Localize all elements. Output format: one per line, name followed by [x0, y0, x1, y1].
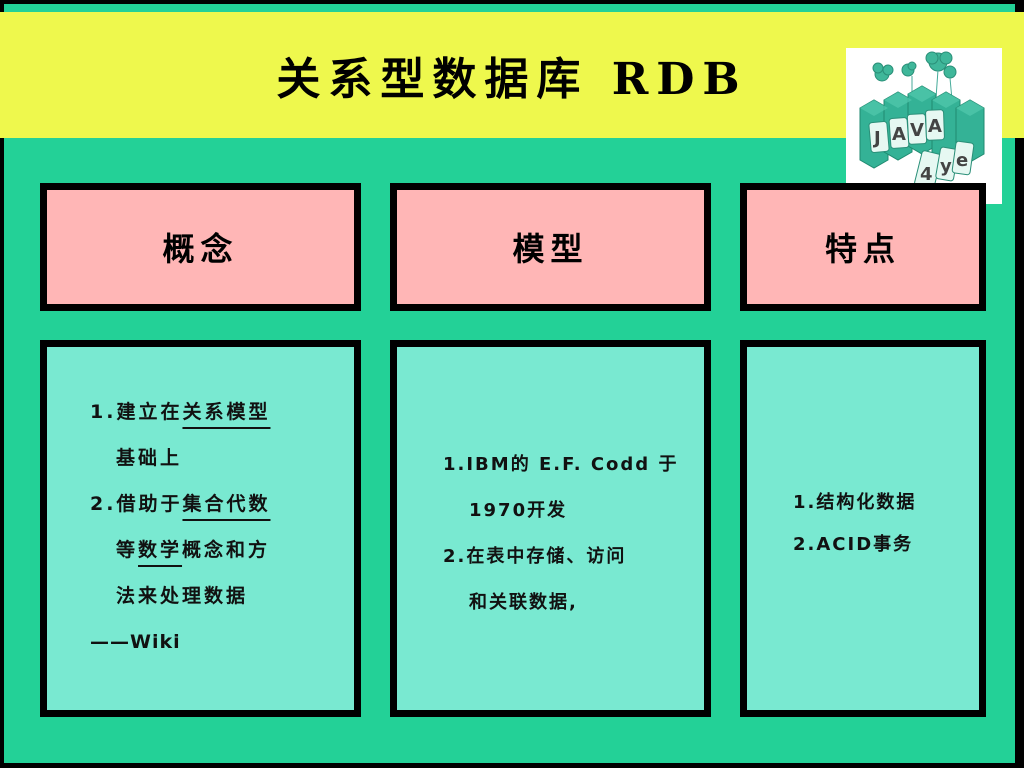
concept-line-2: 基础上 [116, 447, 183, 469]
svg-text:A: A [928, 116, 942, 137]
concept-line-5: 法来处理数据 [116, 585, 249, 607]
underlined-term: 数学 [138, 539, 183, 561]
model-line-3: 2.在表中存储、访问 [443, 546, 627, 567]
model-line-2: 1970开发 [469, 500, 568, 521]
svg-text:e: e [956, 150, 968, 171]
features-header-card: 特点 [740, 183, 986, 311]
concept-text: 1.建立在关系模型 基础上 2.借助于集合代数 等数学概念和方 法来处理数据 —… [90, 389, 270, 665]
features-text: 1.结构化数据 2.ACID事务 [793, 482, 916, 566]
concept-line-3: 2.借助于集合代数 [90, 493, 271, 515]
svg-text:A: A [892, 124, 906, 145]
concept-body-card [40, 340, 361, 717]
model-header-card: 模型 [390, 183, 711, 311]
underlined-term: 关系模型 [182, 401, 271, 423]
features-header: 特点 [824, 230, 901, 268]
concept-line-4: 等数学概念和方 [116, 539, 271, 561]
underlined-term: 集合代数 [182, 493, 271, 515]
features-line-2: 2.ACID事务 [793, 534, 914, 555]
features-body-card [740, 340, 986, 717]
model-line-4: 和关联数据, [469, 592, 578, 613]
svg-text:J: J [872, 128, 881, 149]
model-line-1: 1.IBM的 E.F. Codd 于 [443, 454, 679, 475]
concept-header: 概念 [162, 230, 239, 268]
svg-text:V: V [910, 120, 924, 141]
slide-title: 关系型数据库 RDB [276, 54, 748, 105]
model-text: 1.IBM的 E.F. Codd 于 1970开发 2.在表中存储、访问 和关联… [443, 442, 678, 626]
java4ye-logo-icon: J A V A 4 y e [846, 48, 1002, 204]
model-header: 模型 [512, 230, 589, 268]
svg-text:4: 4 [920, 164, 933, 185]
model-body-card [390, 340, 711, 717]
svg-text:y: y [940, 156, 952, 177]
concept-header-card: 概念 [40, 183, 361, 311]
concept-line-1: 1.建立在关系模型 [90, 401, 271, 423]
source-citation: ——Wiki [90, 631, 181, 653]
features-line-1: 1.结构化数据 [793, 492, 917, 513]
